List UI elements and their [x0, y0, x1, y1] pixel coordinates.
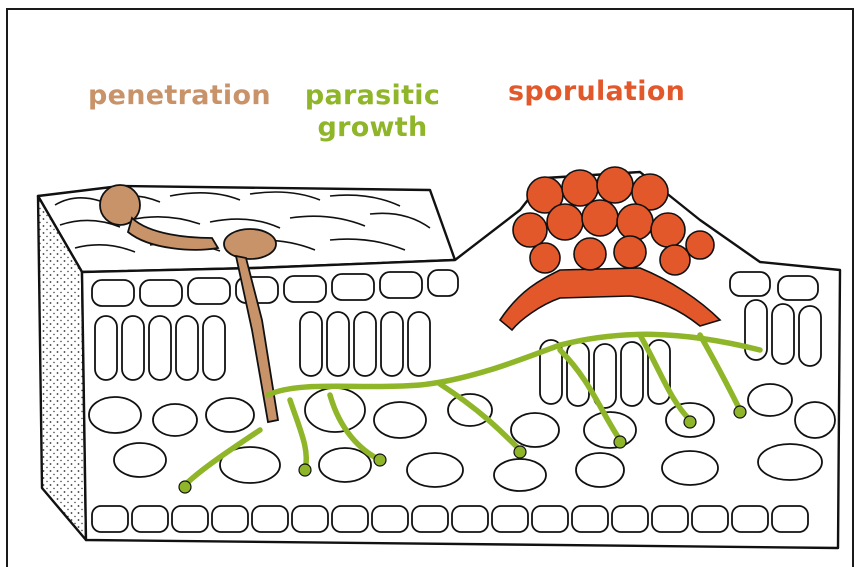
- appressorium: [224, 229, 276, 259]
